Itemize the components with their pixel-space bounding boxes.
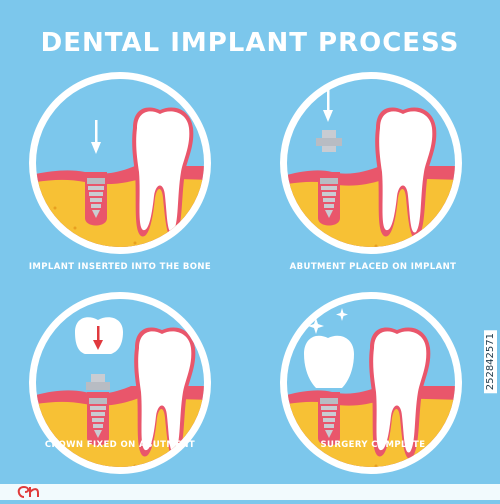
abutment-icon bbox=[86, 374, 110, 390]
implant-screw-icon bbox=[89, 398, 107, 438]
stock-watermark-band bbox=[0, 484, 500, 500]
implant-screw-icon bbox=[320, 178, 338, 218]
arrow-down-icon bbox=[323, 88, 333, 122]
arrow-down-icon bbox=[93, 326, 103, 350]
step-4-illustration bbox=[276, 288, 466, 478]
stock-id-watermark: 252842571 bbox=[484, 330, 497, 394]
step-2-illustration bbox=[276, 68, 466, 258]
sparkle-icon bbox=[308, 308, 348, 334]
abutment-icon bbox=[316, 130, 342, 152]
crown-icon bbox=[304, 335, 354, 388]
step-4-caption: SURGERY COMPLETE bbox=[320, 440, 426, 450]
diagram-title: DENTAL IMPLANT PROCESS bbox=[40, 28, 460, 58]
arrow-down-icon bbox=[91, 120, 101, 154]
step-1-illustration bbox=[25, 68, 215, 258]
step-1-caption: IMPLANT INSERTED INTO THE BONE bbox=[28, 262, 212, 272]
implant-screw-icon bbox=[87, 178, 105, 218]
step-2-caption: ABUTMENT PLACED ON IMPLANT bbox=[289, 262, 457, 272]
step-3-caption: CROWN FIXED ON ABUTMENT bbox=[44, 440, 196, 450]
step-3-illustration bbox=[25, 288, 215, 478]
implant-screw-icon bbox=[320, 398, 338, 438]
